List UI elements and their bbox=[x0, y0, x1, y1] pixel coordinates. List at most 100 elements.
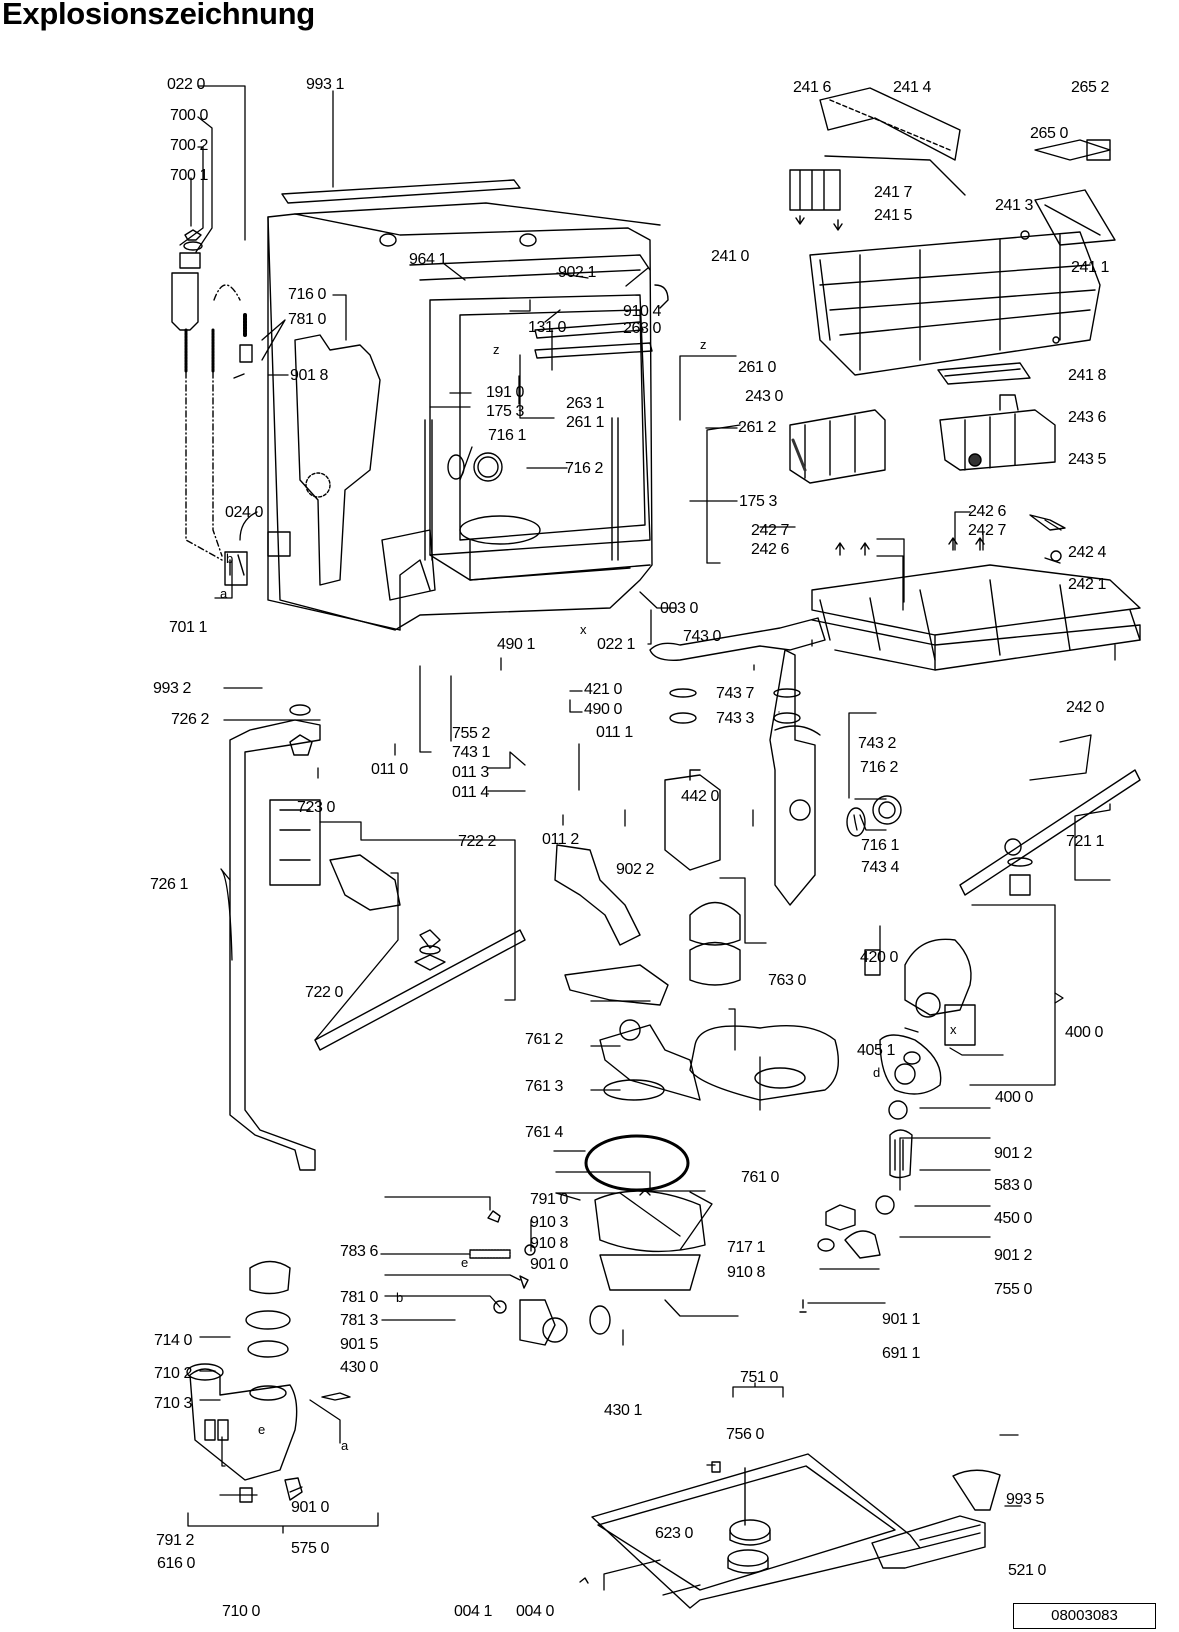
part-label: 004 0 bbox=[516, 1603, 555, 1620]
part-label: 763 0 bbox=[768, 972, 807, 989]
connector-marker: b bbox=[226, 551, 233, 566]
part-label: 261 2 bbox=[738, 419, 777, 436]
part-label: 781 0 bbox=[340, 1289, 379, 1306]
part-label: 261 0 bbox=[738, 359, 777, 376]
lower-basket bbox=[811, 514, 1141, 671]
part-label: 241 7 bbox=[874, 184, 913, 201]
part-label: 243 0 bbox=[745, 388, 784, 405]
part-label: 761 3 bbox=[525, 1078, 564, 1095]
part-label: 902 1 bbox=[558, 264, 597, 281]
part-label: 011 2 bbox=[542, 831, 579, 848]
connector-marker: z bbox=[700, 337, 707, 352]
part-label: 003 0 bbox=[660, 600, 699, 617]
part-label: 421 0 bbox=[584, 681, 623, 698]
connector-marker: e bbox=[258, 1422, 265, 1437]
part-label: 781 0 bbox=[288, 311, 327, 328]
part-label: 743 3 bbox=[716, 710, 755, 727]
part-label: 175 3 bbox=[486, 403, 525, 420]
part-label: 022 0 bbox=[167, 76, 206, 93]
connector-marker: a bbox=[341, 1438, 348, 1453]
part-label: 791 2 bbox=[156, 1532, 195, 1549]
part-label: 024 0 bbox=[225, 504, 264, 521]
part-label: 717 1 bbox=[727, 1239, 766, 1256]
page-title: Explosionszeichnung bbox=[2, 0, 315, 31]
part-label: 751 0 bbox=[740, 1369, 779, 1386]
lower-spray-arm-parts bbox=[229, 704, 641, 1171]
part-label: 910 4 bbox=[623, 303, 662, 320]
connector-marker: e bbox=[461, 1255, 468, 1270]
part-label: 993 5 bbox=[1006, 1491, 1045, 1508]
part-label: 700 1 bbox=[170, 167, 209, 184]
part-label: 710 2 bbox=[154, 1365, 193, 1382]
part-label: 241 0 bbox=[711, 248, 750, 265]
part-label: 011 1 bbox=[596, 724, 633, 741]
part-label: 265 2 bbox=[1071, 79, 1110, 96]
part-label: 011 4 bbox=[452, 784, 489, 801]
pump-motor-parts bbox=[799, 938, 976, 1313]
part-label: 583 0 bbox=[994, 1177, 1033, 1194]
part-label: 781 3 bbox=[340, 1312, 379, 1329]
part-label: 722 2 bbox=[458, 833, 497, 850]
part-label: 714 0 bbox=[154, 1332, 193, 1349]
part-label: 175 3 bbox=[739, 493, 778, 510]
connector-marker: x bbox=[950, 1022, 957, 1037]
part-label: 263 1 bbox=[566, 395, 605, 412]
cutlery-baskets bbox=[789, 394, 1056, 484]
part-label: 716 0 bbox=[288, 286, 327, 303]
part-label: 993 1 bbox=[306, 76, 345, 93]
upper-basket-parts bbox=[789, 87, 1116, 385]
part-label: 721 1 bbox=[1066, 833, 1105, 850]
part-label: 791 0 bbox=[530, 1191, 569, 1208]
part-label: 575 0 bbox=[291, 1540, 330, 1557]
part-label: 242 1 bbox=[1068, 576, 1107, 593]
part-label: 521 0 bbox=[1008, 1562, 1047, 1579]
part-label: 716 1 bbox=[488, 427, 527, 444]
part-label: 716 2 bbox=[860, 759, 899, 776]
document-number-box: 08003083 bbox=[1013, 1603, 1156, 1629]
part-label: 241 1 bbox=[1071, 259, 1110, 276]
part-label: 901 1 bbox=[882, 1311, 921, 1328]
part-label: 761 4 bbox=[525, 1124, 564, 1141]
part-label: 901 2 bbox=[994, 1145, 1033, 1162]
part-label: 726 1 bbox=[150, 876, 189, 893]
part-label: 901 0 bbox=[291, 1499, 330, 1516]
part-label: 701 1 bbox=[169, 619, 208, 636]
part-label: 716 2 bbox=[565, 460, 604, 477]
part-label: 743 7 bbox=[716, 685, 755, 702]
part-label: 490 1 bbox=[497, 636, 536, 653]
part-label: 623 0 bbox=[655, 1525, 694, 1542]
part-label: 700 2 bbox=[170, 137, 209, 154]
part-label: 022 1 bbox=[597, 636, 636, 653]
part-label: 761 2 bbox=[525, 1031, 564, 1048]
part-label: 993 2 bbox=[153, 680, 192, 697]
part-label: 743 2 bbox=[858, 735, 897, 752]
part-label: 726 2 bbox=[171, 711, 210, 728]
part-label: 490 0 bbox=[584, 701, 623, 718]
part-label: 011 3 bbox=[452, 764, 489, 781]
part-label: 743 0 bbox=[683, 628, 722, 645]
water-inlet-parts bbox=[171, 229, 291, 586]
part-label: 430 1 bbox=[604, 1402, 643, 1419]
part-label: 241 5 bbox=[874, 207, 913, 224]
part-label: 191 0 bbox=[486, 384, 525, 401]
part-label: 241 3 bbox=[995, 197, 1034, 214]
connector-marker: b bbox=[396, 1290, 403, 1305]
part-label: 901 8 bbox=[290, 367, 329, 384]
part-label: 242 7 bbox=[751, 522, 790, 539]
cabinet-frame bbox=[267, 179, 669, 631]
part-label: 710 0 bbox=[222, 1603, 261, 1620]
leader-lines bbox=[179, 85, 1116, 1596]
part-label: 716 1 bbox=[861, 837, 900, 854]
part-label: 901 2 bbox=[994, 1247, 1033, 1264]
part-label: 400 0 bbox=[1065, 1024, 1104, 1041]
part-label: 901 5 bbox=[340, 1336, 379, 1353]
part-label: 700 0 bbox=[170, 107, 209, 124]
part-label: 242 6 bbox=[751, 541, 790, 558]
part-label: 783 6 bbox=[340, 1243, 379, 1260]
part-label: 131 0 bbox=[528, 319, 567, 336]
part-label: 450 0 bbox=[994, 1210, 1033, 1227]
part-label: 243 6 bbox=[1068, 409, 1107, 426]
part-label: 964 1 bbox=[409, 251, 448, 268]
part-label: 755 0 bbox=[994, 1281, 1033, 1298]
